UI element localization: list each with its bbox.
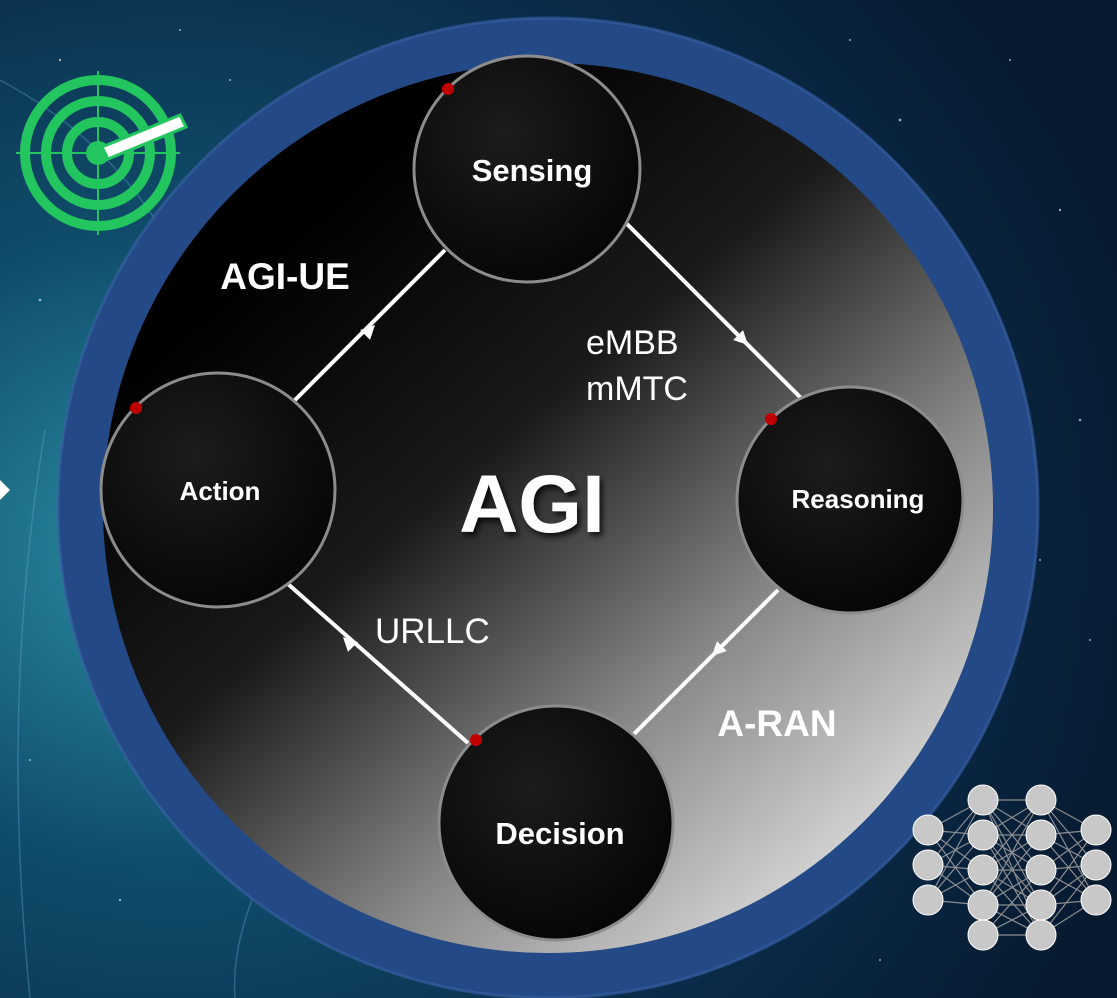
node-marker [470, 734, 482, 746]
edge-reasoning-decision [623, 588, 780, 745]
region-label-ran: A-RAN [717, 703, 836, 744]
edge-label-mmtc: mMTC [586, 370, 688, 408]
node-label-reasoning: Reasoning [792, 484, 925, 514]
arrow-action-sensing [360, 325, 375, 340]
node-marker [130, 402, 142, 414]
node-label-decision: Decision [495, 816, 624, 851]
node-marker [765, 413, 777, 425]
radar-icon [16, 71, 189, 235]
node-action: Action [99, 371, 337, 609]
region-label-ue: AGI-UE [220, 256, 350, 297]
inner-disc [103, 63, 993, 953]
node-decision: Decision [437, 704, 675, 942]
node-label-sensing: Sensing [472, 153, 593, 188]
edge-label-urllc: URLLC [375, 612, 490, 651]
left-arrow-fragment [0, 480, 10, 500]
edge-sensing-reasoning [625, 222, 810, 407]
node-label-action: Action [180, 476, 261, 506]
center-title: AGI [459, 459, 605, 550]
node-marker [442, 83, 454, 95]
edge-label-embb: eMBB [586, 324, 679, 362]
node-sensing: Sensing [412, 54, 642, 284]
edge-decision-action [286, 582, 470, 745]
node-reasoning: Reasoning [735, 385, 965, 615]
neural-network-icon [912, 784, 1112, 951]
